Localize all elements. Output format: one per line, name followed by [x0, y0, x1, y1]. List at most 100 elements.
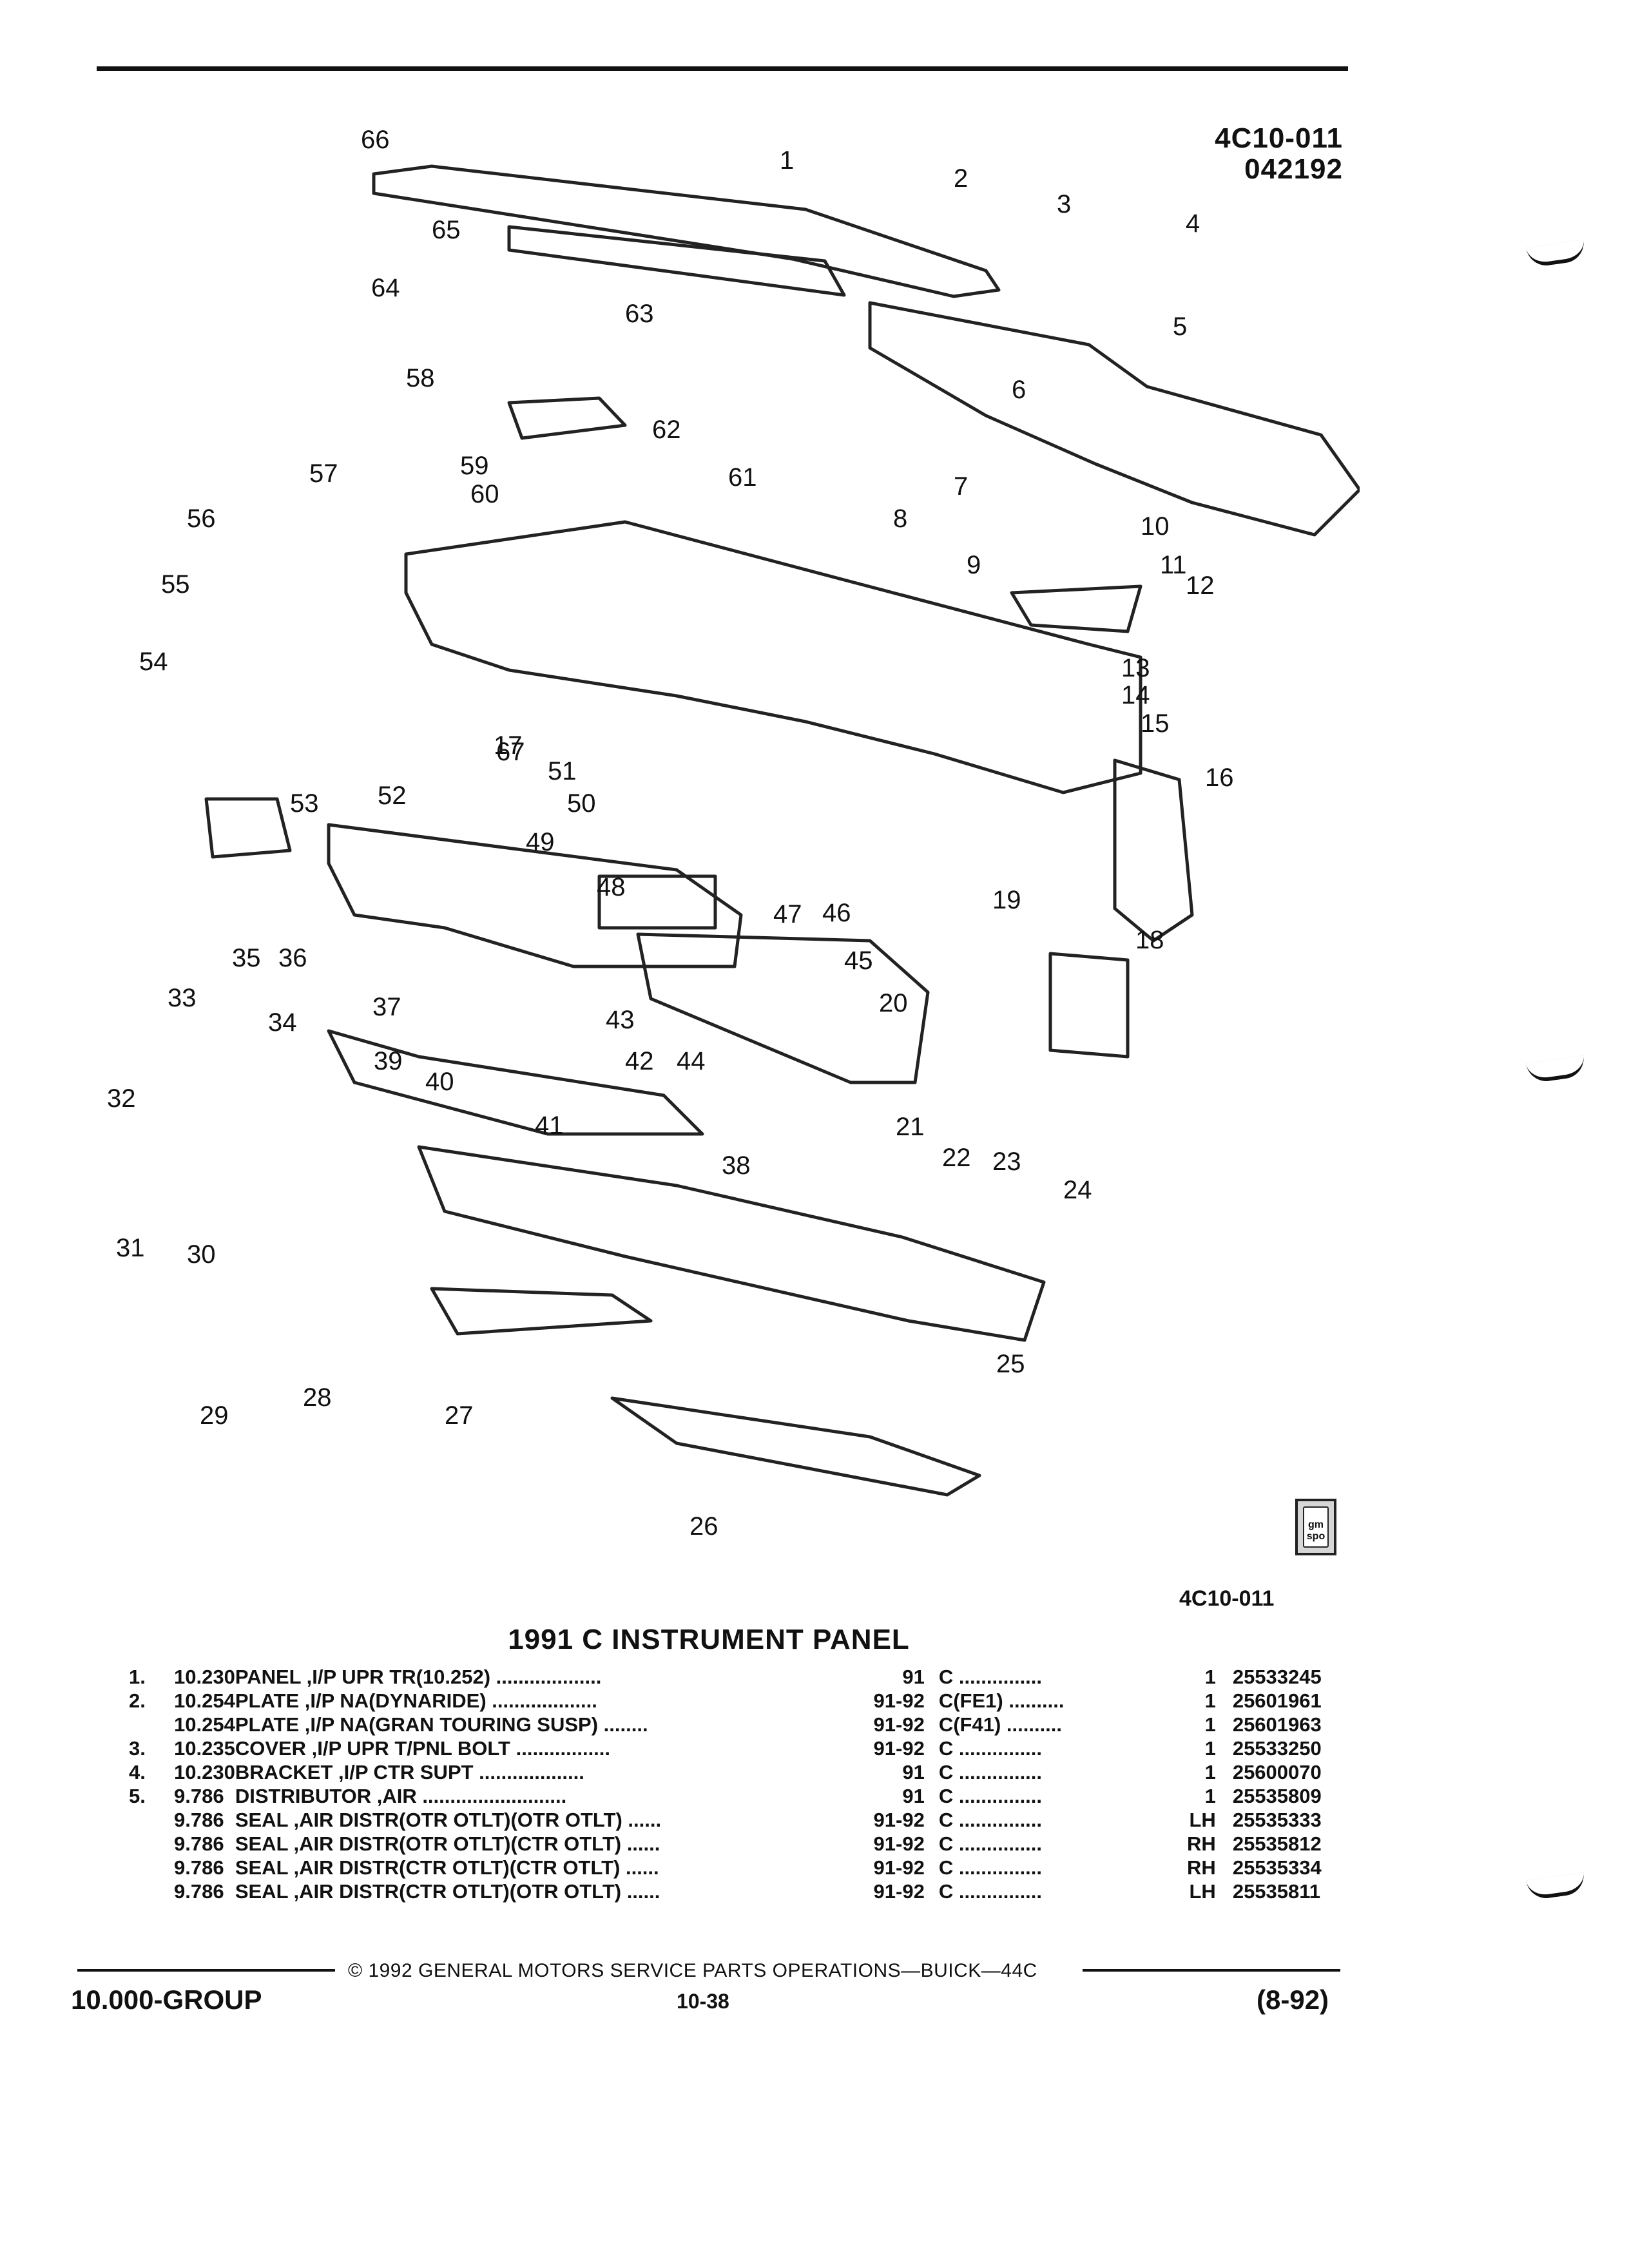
callout-label: 51: [548, 757, 577, 785]
cell-part: 25535812: [1232, 1832, 1322, 1855]
cell-years: 91-92: [873, 1689, 925, 1712]
cell-group: 10.230: [174, 1666, 235, 1688]
callout-label: 10: [1141, 512, 1170, 541]
callout-label: 57: [309, 459, 338, 488]
cell-group: 10.230: [174, 1761, 235, 1783]
top-rule: [97, 66, 1348, 71]
callout-label: 52: [378, 782, 407, 810]
cell-desc: PLATE ,I/P NA(DYNARIDE) ................…: [235, 1689, 597, 1712]
callout-label: 53: [290, 789, 319, 818]
footer-rule-right: [1083, 1969, 1340, 1972]
callout-label: 19: [992, 886, 1021, 914]
cell-years: 91-92: [873, 1809, 925, 1831]
cell-desc: DISTRIBUTOR ,AIR .......................…: [235, 1785, 567, 1807]
reference-date: 042192: [1244, 153, 1343, 185]
callout-label: 2: [954, 164, 968, 193]
cell-num: [129, 1856, 174, 1879]
cell-years: 91-92: [873, 1856, 925, 1879]
callout-label: 36: [278, 944, 307, 972]
defrost-grille: [507, 225, 846, 297]
cell-series: C ...............: [938, 1880, 1043, 1903]
lower-trim-pad: [327, 1029, 704, 1136]
cell-num: 5.: [129, 1785, 146, 1807]
callout-label: 30: [187, 1240, 216, 1269]
cell-group: 9.786: [174, 1832, 224, 1855]
cell-series: C ...............: [938, 1666, 1043, 1688]
cell-qty: RH: [1187, 1832, 1216, 1855]
cell-num: [129, 1832, 174, 1856]
callout-label: 58: [406, 364, 435, 392]
cell-qty: 1: [1204, 1666, 1216, 1688]
footer-group-code: 10.000-GROUP: [71, 1984, 262, 2015]
callout-label: 27: [445, 1401, 474, 1430]
cell-group: 10.254: [174, 1689, 235, 1712]
illustration-reference: 4C10-011: [1179, 1586, 1275, 1611]
callout-label: 29: [200, 1401, 229, 1430]
cell-part: 25535334: [1232, 1856, 1322, 1879]
cell-years: 91-92: [873, 1880, 925, 1903]
callout-label: 6: [1012, 376, 1026, 404]
callout-label: 38: [722, 1151, 751, 1180]
cell-qty: 1: [1204, 1785, 1216, 1807]
callout-label: 62: [652, 416, 681, 444]
callout-label: 47: [773, 900, 802, 928]
callout-label: 34: [268, 1008, 297, 1037]
center-support-bracket: [1113, 758, 1194, 943]
callout-label: 60: [470, 480, 499, 508]
knee-bolster: [417, 1145, 1046, 1342]
lh-speaker-cover: [507, 396, 627, 440]
cell-series: C ...............: [938, 1856, 1043, 1879]
callout-label: 49: [526, 828, 555, 856]
binding-edge-mark: [1526, 1872, 1586, 1901]
rh-speaker-cover: [1010, 584, 1142, 633]
electronic-module: [597, 874, 717, 930]
cell-years: 91: [902, 1761, 925, 1783]
cell-qty: 1: [1204, 1737, 1216, 1760]
cell-num: [129, 1713, 174, 1736]
callout-label: 4: [1186, 209, 1200, 238]
cell-num: [129, 1808, 174, 1832]
cell-years: 91-92: [873, 1737, 925, 1760]
glove-box-door: [636, 932, 930, 1084]
callout-label: 48: [597, 873, 626, 901]
callout-label: 8: [893, 505, 907, 533]
cell-part: 25535333: [1232, 1809, 1322, 1831]
callout-label: 26: [689, 1512, 718, 1541]
cell-series: C ...............: [938, 1761, 1043, 1783]
callout-label: 65: [432, 216, 461, 244]
callout-label: 24: [1063, 1176, 1092, 1204]
cell-desc: PLATE ,I/P NA(GRAN TOURING SUSP) .......…: [235, 1713, 648, 1736]
callout-label: 18: [1135, 926, 1164, 954]
cell-series: C(FE1) ..........: [938, 1689, 1065, 1712]
cell-group: 10.254: [174, 1713, 235, 1736]
cell-desc: BRACKET ,I/P CTR SUPT ..................…: [235, 1761, 584, 1783]
air-distributor: [868, 301, 1360, 537]
callout-label: 33: [168, 984, 197, 1012]
callout-label: 5: [1173, 312, 1187, 341]
callout-label: 40: [425, 1068, 454, 1096]
callout-label: 23: [992, 1148, 1021, 1176]
callout-label: 7: [954, 472, 968, 501]
lh-switch-housing: [204, 797, 292, 859]
cell-series: C ...............: [938, 1832, 1043, 1855]
callout-label: 39: [374, 1047, 403, 1075]
cell-group: 10.235: [174, 1737, 235, 1760]
cell-series: C ...............: [938, 1809, 1043, 1831]
cell-qty: 1: [1204, 1761, 1216, 1783]
callout-label: 21: [896, 1113, 925, 1141]
callout-label: 63: [625, 300, 654, 328]
cell-years: 91-92: [873, 1832, 925, 1855]
